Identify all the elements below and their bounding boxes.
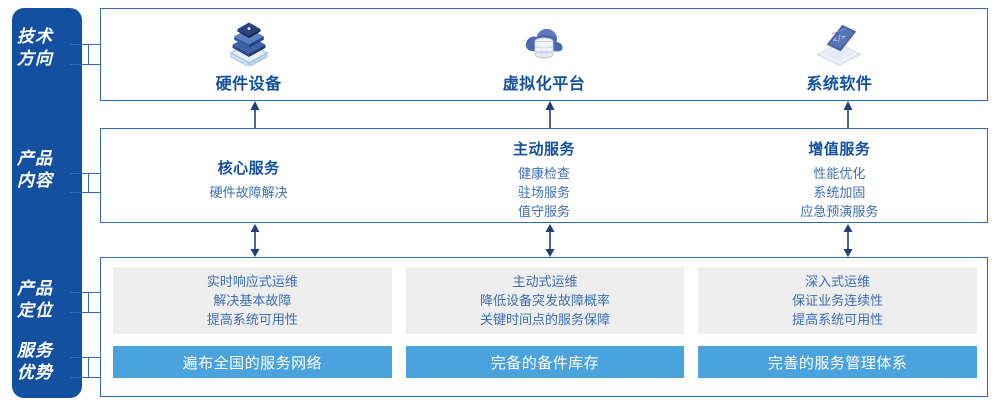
svg-text:</>: </> [832,31,848,44]
position-line: 主动式运维 [512,274,578,289]
tech-column-virtualization[interactable]: 虚拟化平台 [396,9,691,100]
advantage-cell-service-network[interactable]: 遍布全国的服务网络 [113,346,392,378]
product-item: 健康检查 [517,166,570,181]
laptop-code-icon: </> [817,24,862,66]
sidebar-item-label: 定位 [17,301,53,320]
sidebar-item-tech-direction[interactable]: 技术 方向 [0,26,70,70]
connector-vertical-tech [88,44,89,64]
connector-line-tech-bottom [70,64,101,65]
sidebar-item-label: 优势 [17,363,53,382]
product-column-value-added-service[interactable]: 增值服务 性能优化 系统加固 应急预演服务 [692,129,987,222]
sidebar-item-label: 服务 [17,341,53,360]
product-item: 系统加固 [813,185,866,200]
product-item: 应急预演服务 [800,204,879,219]
connector-line-product-bottom [70,192,101,193]
sidebar-item-service-advantage[interactable]: 服务 优势 [0,340,70,384]
position-line: 提高系统可用性 [206,312,298,327]
arrow-up-virtualization [545,101,555,128]
arrow-double-active [545,224,555,257]
position-line: 实时响应式运维 [206,274,298,289]
server-stack-icon [229,21,268,66]
connector-line-advantage-bottom [70,377,101,378]
sidebar-item-label: 方向 [17,49,53,68]
connector-line-position-bottom [70,312,101,313]
product-position-panel: 实时响应式运维 解决基本故障 提高系统可用性 主动式运维 降低设备突发故障概率 … [100,257,988,397]
sidebar-item-label: 产品 [17,279,53,298]
sidebar-item-product-content[interactable]: 产品 内容 [0,148,70,192]
advantage-cell-spare-parts[interactable]: 完备的备件库存 [405,346,685,378]
product-column-title: 增值服务 [808,141,871,158]
position-row: 实时响应式运维 解决基本故障 提高系统可用性 主动式运维 降低设备突发故障概率 … [113,267,978,334]
tech-label: 虚拟化平台 [502,75,586,93]
product-item: 驻场服务 [517,185,570,200]
position-line: 关键时间点的服务保障 [480,312,611,327]
cloud-database-icon [525,28,563,58]
advantage-cell-management-system[interactable]: 完善的服务管理体系 [698,346,978,378]
product-column-core-service[interactable]: 核心服务 硬件故障解决 [101,129,396,222]
sidebar-item-label: 产品 [17,149,53,168]
arrow-double-core [250,224,260,257]
tech-column-system-software[interactable]: </> 系统软件 [692,9,987,100]
product-item: 值守服务 [517,204,570,219]
connector-vertical-advantage [88,357,89,377]
position-line: 降低设备突发故障概率 [480,293,611,308]
sidebar [12,8,82,398]
arrow-up-hardware [250,101,260,128]
advantage-row: 遍布全国的服务网络 完备的备件库存 完善的服务管理体系 [113,346,978,378]
position-line: 深入式运维 [805,274,871,289]
product-item: 硬件故障解决 [209,185,288,200]
connector-vertical-product [88,173,89,192]
tech-direction-panel: 硬件设备 虚拟化平台 [100,8,988,101]
sidebar-item-label: 技术 [17,27,53,46]
connector-line-tech-top [70,44,101,45]
position-cell-proactive[interactable]: 主动式运维 降低设备突发故障概率 关键时间点的服务保障 [405,267,685,334]
product-column-title: 核心服务 [217,160,280,177]
position-cell-realtime[interactable]: 实时响应式运维 解决基本故障 提高系统可用性 [113,267,392,334]
product-item: 性能优化 [813,166,866,181]
connector-line-position-top [70,292,101,293]
position-line: 保证业务连续性 [792,293,884,308]
tech-column-hardware[interactable]: 硬件设备 [101,9,396,100]
product-column-title: 主动服务 [512,141,575,158]
tech-label: 系统软件 [806,75,873,93]
connector-line-advantage-top [70,357,101,358]
arrow-up-system-software [843,101,853,128]
connector-vertical-position [88,292,89,312]
arrow-double-value-added [843,224,853,257]
sidebar-item-product-position[interactable]: 产品 定位 [0,278,70,322]
position-cell-indepth[interactable]: 深入式运维 保证业务连续性 提高系统可用性 [698,267,978,334]
position-line: 提高系统可用性 [792,312,884,327]
sidebar-item-label: 内容 [17,171,53,190]
position-line: 解决基本故障 [213,293,292,308]
tech-label: 硬件设备 [215,75,282,93]
connector-line-product-top [70,173,101,174]
product-column-active-service[interactable]: 主动服务 健康检查 驻场服务 值守服务 [396,129,691,222]
product-content-panel: 核心服务 硬件故障解决 主动服务 健康检查 驻场服务 值守服务 增值服务 性能优… [100,128,988,223]
